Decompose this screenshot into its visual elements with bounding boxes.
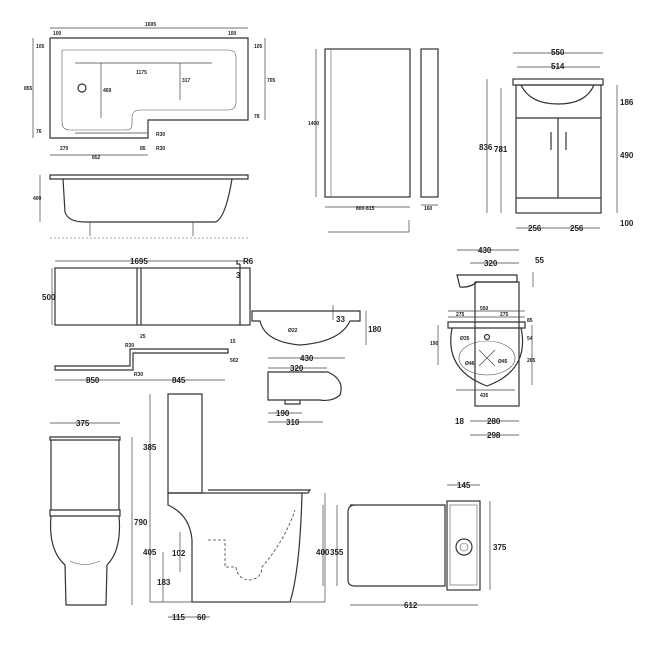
dim-half-left: 275 [456, 312, 465, 318]
dim-plinth-height: 100 [620, 219, 634, 228]
dim-bowl-width: 310 [286, 418, 300, 427]
dim-side-back: 18 [455, 417, 464, 426]
dim-small-bowl-depth: 265 [527, 358, 536, 364]
bath-outline [49, 37, 249, 139]
dim-step-width: 852 [92, 155, 101, 161]
dim-tiny-1: 25 [140, 334, 146, 340]
dim-inner-right-depth: 317 [182, 78, 191, 84]
dim-small-offset: 54 [527, 336, 533, 342]
dim-bath-width: 1695 [145, 22, 156, 28]
dim-bath-depth: 855 [24, 86, 33, 92]
dim-half-right: 275 [500, 312, 509, 318]
dim-side-cabinet-depth: 280 [487, 417, 501, 426]
dim-waste-offset: 270 [60, 146, 69, 152]
dim-radius-1: R30 [156, 132, 165, 138]
dim-top-width: 375 [493, 543, 507, 552]
dim-side-basin-depth: 320 [484, 259, 498, 268]
dim-screen-height: 1400 [308, 121, 319, 127]
toilet-front-view: 375 790 [49, 419, 148, 606]
vanity-side-view: 430 320 55 18 280 298 [455, 246, 544, 440]
dim-screen-width: 800-815 [356, 206, 375, 212]
dim-total-height: 836 [479, 143, 493, 152]
dim-waste: 190 [276, 409, 290, 418]
bath-elevation-view: 400 [33, 174, 250, 239]
dim-panel-length: 1695 [130, 257, 148, 266]
waste-icon [77, 83, 87, 93]
dim-small-bowl-width: 435 [480, 393, 489, 399]
dim-pan-height: 405 [143, 548, 157, 557]
dim-basin-side-height: 180 [368, 325, 382, 334]
dim-inner-length: 1175 [136, 70, 147, 76]
dim-l-right: 845 [172, 376, 186, 385]
dim-bath-height: 400 [33, 196, 42, 202]
dim-screen-depth: 160 [424, 206, 433, 212]
dim-l-radius-top: R30 [125, 343, 134, 349]
dim-cabinet-height: 781 [494, 145, 508, 154]
dim-top-pan-height: 400 [316, 548, 330, 557]
dim-toilet-width: 375 [76, 419, 90, 428]
dim-top-length: 612 [404, 601, 418, 610]
dim-panel-height: 500 [42, 293, 56, 302]
dim-tiny-3: 502 [230, 358, 239, 364]
dim-bottom-inset-right: 78 [254, 114, 260, 120]
dim-top-inset-left: 105 [36, 44, 45, 50]
dim-bath-depth-right: 705 [267, 78, 276, 84]
dim-toilet-height: 790 [134, 518, 148, 527]
bath-panel-view: 1695 500 R6 3 R30 R30 850 845 25 15 502 [42, 257, 254, 385]
dim-edge-thickness: 3 [236, 271, 241, 280]
shower-screen-view: 1400 800-815 160 [308, 48, 439, 233]
dim-waste-2: Ø45 [498, 359, 508, 365]
toilet-side-view: 385 405 102 183 115 60 [143, 393, 326, 622]
dim-edge-radius: R6 [243, 257, 254, 266]
dim-cistern-depth: 145 [457, 481, 471, 490]
dim-tap-offset: 33 [336, 315, 345, 324]
bath-inner-bowl [61, 49, 237, 131]
dim-tiny-2: 15 [230, 339, 236, 345]
dim-left-end: 100 [53, 31, 62, 37]
dim-side-total-depth: 298 [487, 431, 501, 440]
dim-radius-2: R30 [156, 146, 165, 152]
vanity-front-view: 550 514 836 781 186 490 100 256 256 [479, 48, 634, 233]
dim-small-basin-width: 550 [480, 306, 489, 312]
dim-top-inset-right: 105 [254, 44, 263, 50]
dim-vanity-width: 550 [551, 48, 565, 57]
basin-plan-view: 430 320 190 310 [267, 354, 345, 427]
dim-step-offset: 85 [140, 146, 146, 152]
dim-l-radius-bottom: R30 [134, 372, 143, 378]
dim-bowl-depth: 320 [290, 364, 304, 373]
small-basin-top-view: 550 275 275 190 Ø35 435 85 54 265 Ø46 Ø4… [430, 306, 536, 399]
dim-seat-width: 355 [330, 548, 344, 557]
dim-outlet-width: 60 [197, 613, 206, 622]
dim-side-rim: 55 [535, 256, 544, 265]
dim-door-width-left: 256 [528, 224, 542, 233]
dim-door-width-right: 256 [570, 224, 584, 233]
dim-waste-1: Ø46 [465, 361, 475, 367]
dim-right-end: 100 [228, 31, 237, 37]
basin-side-view: Ø22 33 180 [251, 305, 382, 346]
dim-door-height: 490 [620, 151, 634, 160]
dim-basin-width: 514 [551, 62, 565, 71]
dim-l-left: 850 [86, 376, 100, 385]
dim-tap-hole: Ø22 [288, 328, 298, 334]
dim-basin-height: 186 [620, 98, 634, 107]
dim-bottom-inset-left: 76 [36, 129, 42, 135]
dim-small-depth: 190 [430, 341, 439, 347]
dim-side-depth: 430 [478, 246, 492, 255]
bath-plan-view: 1695 100 100 855 705 105 105 76 78 1175 … [24, 22, 276, 161]
dim-small-tap-hole: Ø35 [460, 336, 470, 342]
dim-cistern-height: 385 [143, 443, 157, 452]
dim-inner-depth: 469 [103, 88, 112, 94]
dim-small-rim: 85 [527, 318, 533, 324]
toilet-top-view: 145 375 400 355 612 [316, 481, 507, 610]
dim-outlet-offset: 115 [172, 613, 185, 622]
dim-basin-depth: 430 [300, 354, 314, 363]
dim-outlet-from-floor: 183 [157, 578, 171, 587]
dim-outlet-height: 102 [172, 549, 186, 558]
